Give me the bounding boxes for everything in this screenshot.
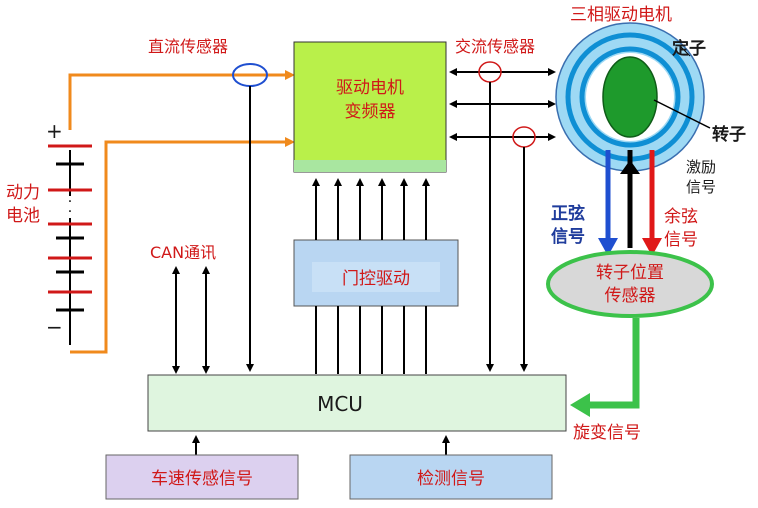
ac-sensor-label: 交流传感器 — [455, 37, 535, 56]
sine-label-2: 信号 — [551, 226, 585, 247]
inverter-label-2: 变频器 — [345, 102, 396, 122]
gate-drive-label: 门控驱动 — [342, 269, 410, 289]
rotor-position-label-2: 传感器 — [605, 286, 656, 306]
sine-label-1: 正弦 — [551, 203, 585, 224]
three-phase-wires — [449, 68, 556, 141]
can-label: CAN通讯 — [150, 243, 216, 262]
gate-drive-block — [293, 239, 459, 307]
dc-wires — [68, 70, 295, 354]
resolver-arrow — [570, 318, 640, 417]
gate-signals — [312, 178, 430, 374]
inverter-block — [293, 41, 447, 173]
svg-text:·: · — [68, 204, 72, 220]
stator-label: 定子 — [672, 38, 706, 59]
battery: · · — [48, 144, 92, 345]
detect-signal-block — [349, 454, 553, 500]
motor-title: 三相驱动电机 — [570, 5, 672, 25]
excitation-label-1: 激励 — [686, 158, 716, 176]
inverter-label-1: 驱动电机 — [336, 78, 404, 98]
resolver-wires — [598, 150, 662, 256]
battery-label-2: 电池 — [6, 206, 40, 226]
speed-sensor-block — [105, 454, 299, 500]
rotor-shape — [602, 56, 658, 138]
svg-text:·: · — [68, 194, 72, 210]
battery-plus: + — [46, 119, 63, 143]
excitation-label-2: 信号 — [686, 178, 716, 196]
resolver-signal-label: 旋变信号 — [573, 423, 641, 443]
detect-signal-label: 检测信号 — [417, 469, 485, 489]
battery-label-1: 动力 — [6, 183, 40, 203]
bottom-inputs — [192, 435, 450, 455]
can-arrows — [172, 266, 210, 374]
rotor-position-sensor — [546, 250, 714, 318]
cosine-label-2: 信号 — [664, 230, 698, 250]
cosine-label-1: 余弦 — [664, 207, 698, 227]
speed-sensor-label: 车速传感信号 — [151, 469, 253, 489]
battery-minus: − — [46, 315, 63, 339]
mcu-block — [147, 374, 567, 432]
rotor-position-label-1: 转子位置 — [596, 263, 664, 283]
dc-sensor-label: 直流传感器 — [148, 37, 228, 56]
mcu-label: MCU — [317, 392, 363, 416]
rotor-label: 转子 — [712, 124, 746, 145]
motor — [555, 22, 711, 172]
